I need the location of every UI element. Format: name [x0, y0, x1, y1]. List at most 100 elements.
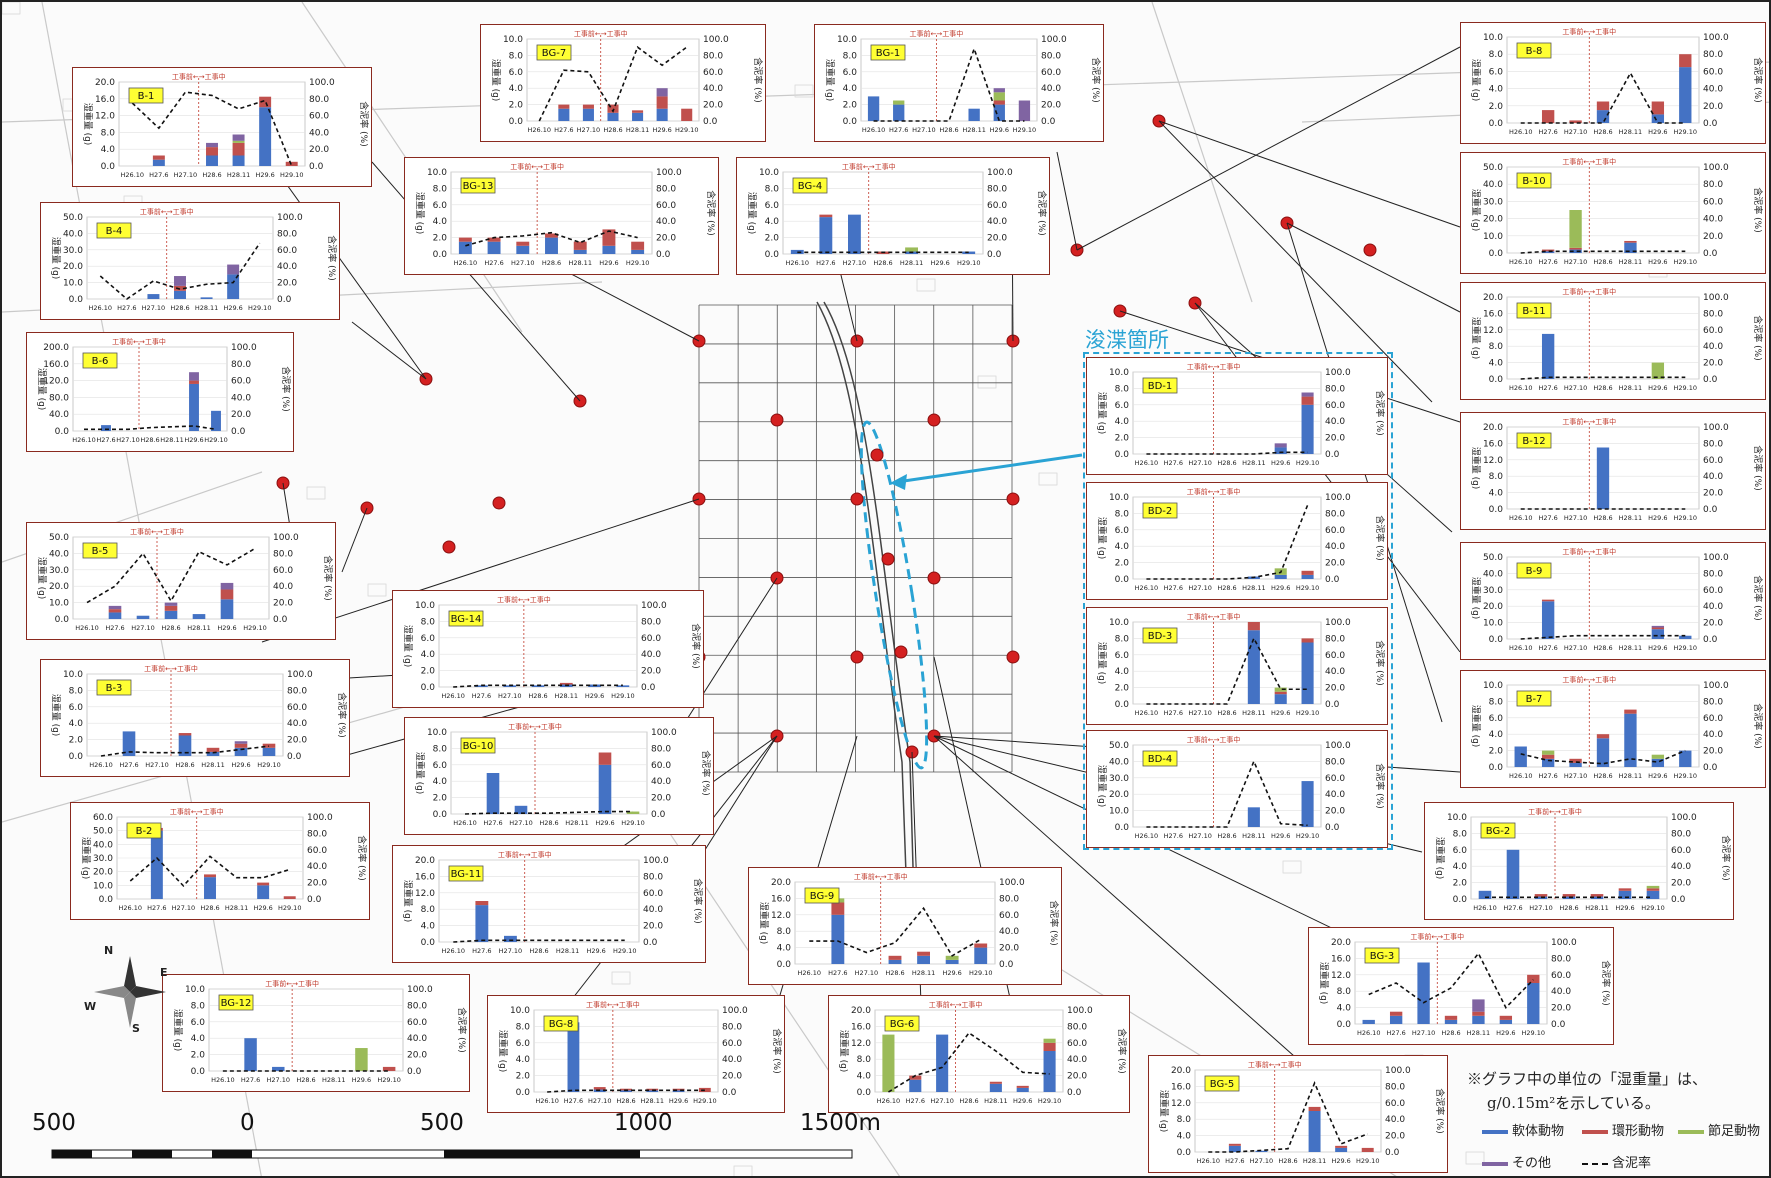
mud-ratio-line	[1368, 952, 1534, 1009]
dredge-ellipse	[859, 420, 929, 770]
y2-tick-label: 80.0	[231, 360, 251, 370]
bar-軟体動物	[1541, 601, 1555, 639]
y-tick-label: 8.0	[1489, 342, 1504, 352]
y2-tick-label: 100.0	[231, 343, 257, 353]
x-tick-label: H27.6	[1164, 584, 1183, 592]
x-tick-label: H29.6	[1013, 1097, 1032, 1105]
y-tick-label: 6.0	[1115, 401, 1130, 411]
x-tick-label: H28.11	[1619, 644, 1643, 652]
x-tick-label: H26.10	[1135, 584, 1159, 592]
bar-環形動物	[204, 874, 216, 878]
y2-tick-label: 40.0	[407, 1034, 427, 1044]
x-tick-label: H27.10	[1188, 584, 1212, 592]
y2-tick-label: 100.0	[651, 728, 677, 738]
arrow-head-icon	[890, 474, 907, 490]
bar-軟体動物	[211, 410, 221, 431]
y-tick-label: 0.0	[1489, 505, 1504, 515]
y-tick-label: 4.0	[1453, 862, 1468, 872]
y-tick-label: 8.0	[516, 1022, 531, 1032]
y-tick-label: 4.0	[421, 650, 436, 660]
bar-環形動物	[1301, 570, 1314, 575]
y-tick-label: 20.0	[63, 262, 83, 272]
bar-軟体動物	[790, 249, 804, 254]
y-tick-label: 4.0	[69, 719, 84, 729]
y2-tick-label: 100.0	[1067, 1006, 1093, 1016]
y-tick-label: 6.0	[1489, 714, 1504, 724]
construction-marker-label: 工事前←→工事中	[265, 979, 319, 988]
mud-ratio-line	[1520, 749, 1686, 765]
x-tick-label: H26.10	[1357, 1029, 1381, 1037]
station-id-label: BG-7	[542, 48, 566, 59]
bar-軟体動物	[1651, 758, 1665, 767]
bar-環形動物	[582, 104, 594, 109]
y-tick-label: 8.0	[1453, 829, 1468, 839]
x-tick-label: H27.6	[96, 436, 115, 444]
y-tick-label: 4.0	[1337, 1004, 1352, 1014]
x-tick-label: H28.11	[1619, 514, 1643, 522]
y2-axis-label: 含泥率 (%)	[280, 366, 292, 411]
chart-svg: 0.04.08.012.016.020.00.020.040.060.080.0…	[1470, 417, 1764, 522]
chart-svg: 0.02.04.06.08.010.00.020.040.060.080.010…	[1096, 362, 1386, 467]
x-tick-label: H27.10	[131, 624, 155, 632]
y-tick-label: 20.0	[851, 1006, 871, 1016]
construction-marker-label: 工事前←→工事中	[842, 162, 896, 171]
y2-tick-label: 0.0	[987, 250, 1002, 260]
y2-tick-label: 20.0	[407, 1051, 427, 1061]
y-tick-label: 6.0	[421, 634, 436, 644]
bar-環形動物	[1590, 894, 1604, 897]
y-tick-label: 20.0	[1109, 790, 1129, 800]
bar-その他	[220, 582, 234, 590]
y2-tick-label: 60.0	[1703, 456, 1723, 466]
station-point	[850, 650, 864, 664]
building-outline	[1465, 1151, 1485, 1165]
y2-tick-label: 0.0	[1703, 635, 1718, 645]
mud-ratio-line	[131, 91, 293, 167]
legend-dash-icon	[1582, 1162, 1608, 1165]
bar-環形動物	[1541, 110, 1555, 123]
bar-環形動物	[646, 1088, 659, 1091]
y-tick-label: 2.0	[1489, 747, 1504, 757]
bar-環形動物	[698, 1087, 711, 1092]
y2-tick-label: 100.0	[1703, 293, 1729, 303]
x-tick-label: H27.10	[1250, 1157, 1274, 1165]
x-tick-label: H28.6	[200, 904, 219, 912]
x-tick-label: H27.6	[1164, 459, 1183, 467]
x-tick-label: H29.10	[257, 761, 281, 769]
y-tick-label: 10.0	[1447, 813, 1467, 823]
y2-axis-label: 含泥率 (%)	[1752, 187, 1764, 232]
station-id-label: BD-1	[1148, 381, 1173, 392]
chart-svg: 0.02.04.06.08.010.00.020.040.060.080.010…	[50, 664, 348, 769]
bar-軟体動物	[244, 1038, 257, 1071]
y2-axis-label: 含泥率 (%)	[1116, 1028, 1128, 1073]
bar-軟体動物	[888, 959, 902, 964]
y-tick-label: 20.0	[1171, 1066, 1191, 1076]
y-tick-label: 4.0	[765, 217, 780, 227]
mud-ratio-line	[453, 684, 623, 688]
x-tick-label: H27.6	[105, 624, 124, 632]
y2-tick-label: 100.0	[656, 168, 682, 178]
y2-tick-label: 40.0	[1067, 1055, 1087, 1065]
construction-marker-label: 工事前←→工事中	[1562, 417, 1616, 426]
y-tick-label: 6.0	[1115, 651, 1130, 661]
x-tick-label: H29.6	[1615, 904, 1634, 912]
y2-axis-label: 含泥率 (%)	[1752, 315, 1764, 360]
y2-tick-label: 80.0	[1703, 309, 1723, 319]
bar-節足動物	[882, 1034, 895, 1092]
y2-axis-label: 含泥率 (%)	[692, 878, 704, 923]
x-tick-label: H29.6	[942, 969, 961, 977]
y2-tick-label: 100.0	[1385, 1066, 1411, 1076]
leader-line	[1056, 151, 1078, 251]
chart-svg: 0.04.08.012.016.020.00.020.040.060.080.0…	[1158, 1060, 1446, 1165]
station-id-label: B-12	[1522, 436, 1545, 447]
x-tick-label: H27.6	[483, 819, 502, 827]
y-tick-label: 10.0	[63, 279, 83, 289]
bar-環形動物	[206, 747, 220, 752]
x-tick-label: H29.6	[930, 259, 949, 267]
x-tick-label: H29.10	[1296, 584, 1320, 592]
x-tick-label: H27.10	[511, 259, 535, 267]
bar-節足動物	[945, 955, 959, 960]
